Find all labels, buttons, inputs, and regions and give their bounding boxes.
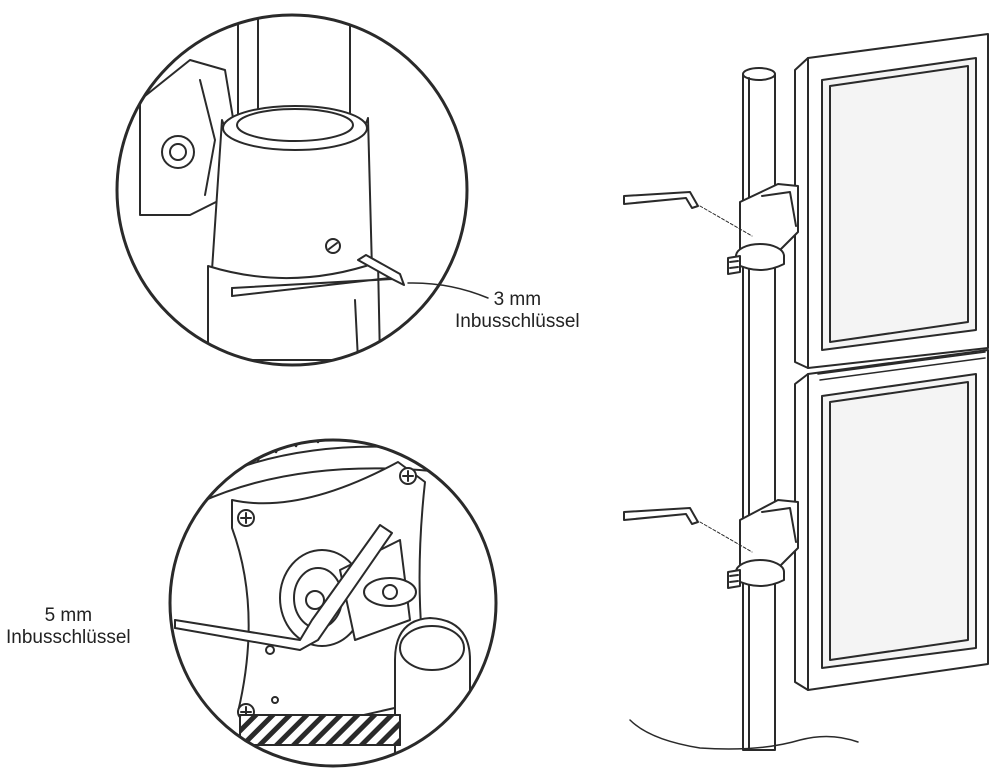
pole-clamp-lower <box>727 499 799 589</box>
leader-line-3mm <box>407 282 489 299</box>
small-wrench-upper <box>623 191 753 237</box>
wrench-size-3mm: 3 mm <box>493 289 542 310</box>
wrench-size-5mm: 5 mm <box>44 605 93 626</box>
detail-circle-pole-clamp <box>115 13 489 367</box>
callout-label-5mm: 5 mm Inbusschlüssel <box>6 605 131 649</box>
wrench-name-3mm: Inbusschlüssel <box>455 311 580 332</box>
wrench-name-5mm: Inbusschlüssel <box>6 627 131 648</box>
mounting-pole <box>742 73 776 751</box>
pole-clamp-upper <box>727 183 799 275</box>
callout-label-3mm: 3 mm Inbusschlüssel <box>455 289 580 333</box>
small-wrench-lower <box>623 507 753 553</box>
hatched-base <box>239 714 401 746</box>
allen-wrench-5mm <box>174 524 393 651</box>
dual-monitor-assembly <box>623 33 989 751</box>
clamp-knob-lower <box>727 569 741 589</box>
monitor-upper <box>794 33 989 369</box>
clamp-knob-upper <box>727 255 741 275</box>
floor-line <box>629 719 859 750</box>
detail-circle-vesa-plate <box>168 438 498 768</box>
allen-wrench-3mm <box>231 254 405 297</box>
detail-circle-bottom-border <box>168 438 498 768</box>
monitor-lower <box>794 349 989 691</box>
detail-circle-top-border <box>115 13 469 367</box>
